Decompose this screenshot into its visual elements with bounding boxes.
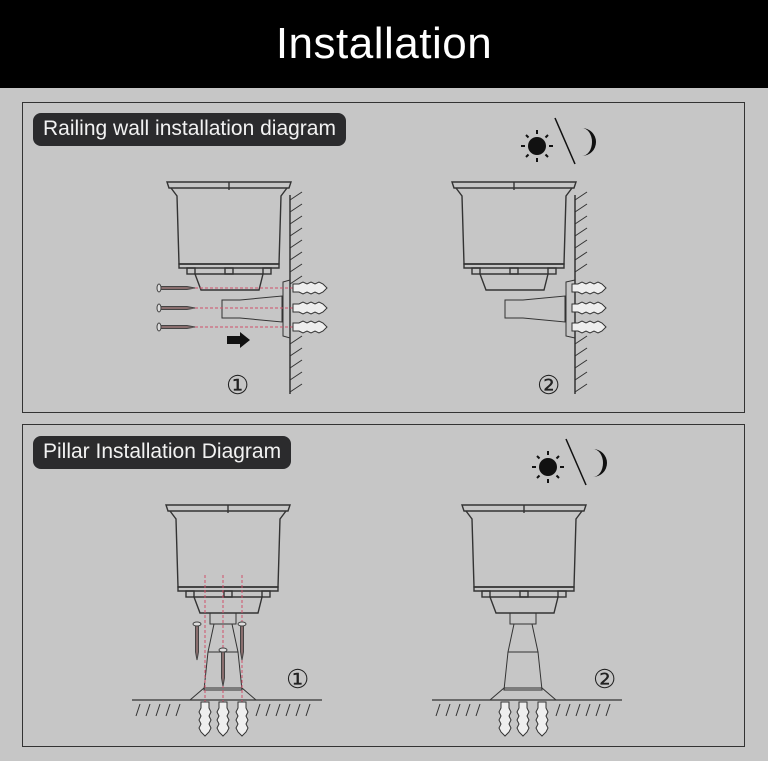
wall-step-2-number: ②	[537, 370, 561, 400]
pillar-step-1-number: ①	[286, 664, 310, 694]
pillar-step-1-drawing	[132, 504, 322, 737]
pillar-step-2-number: ②	[593, 664, 617, 694]
arrow-right-icon	[227, 332, 250, 348]
page-title: Installation	[275, 19, 493, 68]
railing-wall-section-label: Railing wall installation diagram	[33, 113, 346, 146]
wall-step-1-number: ①	[226, 370, 250, 400]
wall-step-2-drawing	[451, 117, 607, 394]
wall-step-1-drawing	[156, 181, 328, 394]
pillar-section-label: Pillar Installation Diagram	[33, 436, 292, 469]
pillar-panel	[22, 424, 745, 747]
railing-wall-panel	[22, 102, 745, 413]
pillar-step-2-drawing	[432, 438, 622, 737]
wall-anchor-icon	[292, 281, 328, 295]
header: Installation	[0, 0, 768, 88]
screw-icon	[156, 283, 196, 293]
